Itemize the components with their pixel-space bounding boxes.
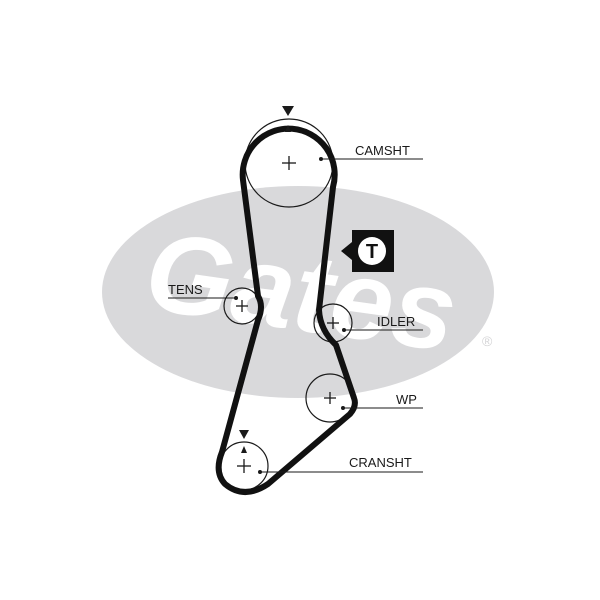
tensioner-t-icon: T — [341, 230, 394, 272]
logo-registered-mark: ® — [482, 333, 493, 349]
crankshaft-callout: CRANSHT — [258, 455, 423, 474]
crankshaft-label: CRANSHT — [349, 455, 412, 470]
logo-ellipse — [102, 186, 494, 398]
crosshair-icon — [282, 156, 296, 170]
triangle-marker-icon — [282, 106, 294, 132]
tensioner-callout: TENS — [168, 282, 238, 300]
crosshair-icon — [324, 392, 336, 404]
idler-label: IDLER — [377, 314, 415, 329]
water-pump-label: WP — [396, 392, 417, 407]
tensioner-badge-letter: T — [366, 241, 378, 263]
timing-belt — [215, 125, 358, 495]
tensioner-label: TENS — [168, 282, 203, 297]
crosshair-icon — [236, 300, 248, 312]
triangle-marker-icon — [239, 430, 249, 453]
water-pump-callout: WP — [341, 392, 423, 410]
camshaft-label: CAMSHT — [355, 143, 410, 158]
tensioner-badge-circle — [358, 237, 386, 265]
crosshair-icon — [237, 459, 251, 473]
idler-callout: IDLER — [342, 314, 423, 332]
camshaft-callout: CAMSHT — [319, 143, 423, 161]
gates-logo-watermark: Gates ® — [102, 186, 494, 398]
crosshair-icon — [327, 317, 339, 329]
